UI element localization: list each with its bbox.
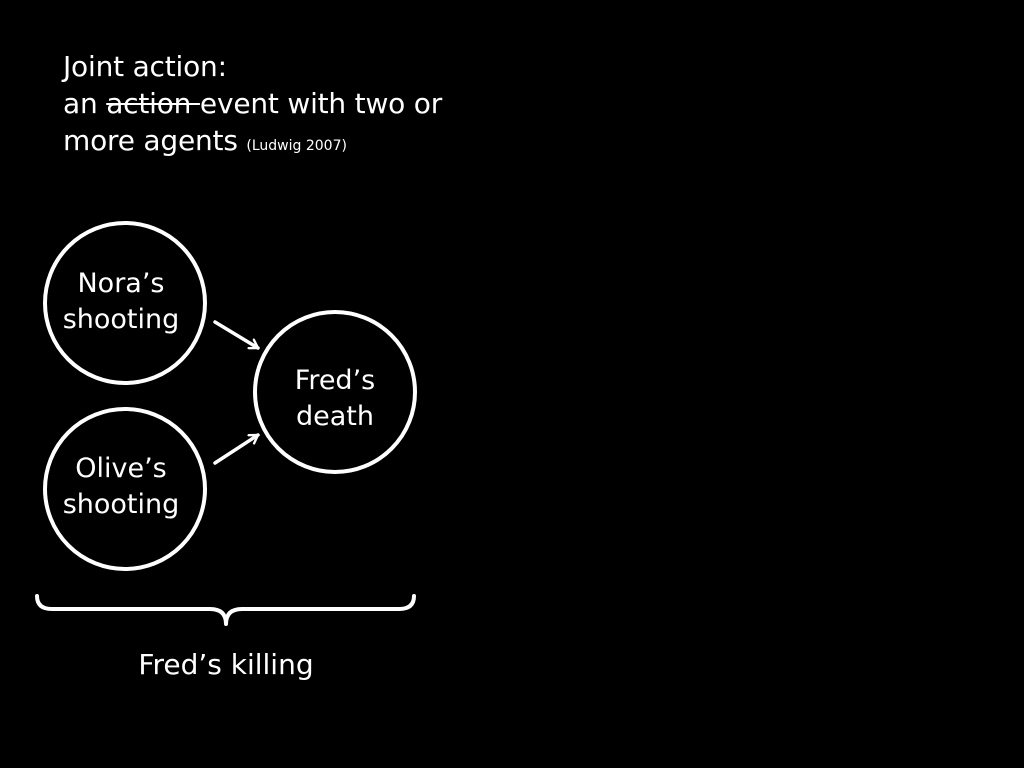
heading-line-3-text: more agents bbox=[63, 124, 247, 157]
node-nora-circle bbox=[43, 221, 207, 385]
node-olive-label-2: shooting bbox=[63, 489, 180, 520]
heading-line-2-prefix: an bbox=[63, 87, 107, 120]
node-fred-death: Fred’s death bbox=[253, 310, 417, 474]
node-olive-circle bbox=[43, 407, 207, 571]
node-olive-label-1: Olive’s bbox=[75, 453, 167, 484]
heading-line-2-suffix: event with two or bbox=[199, 87, 443, 120]
citation: (Ludwig 2007) bbox=[246, 138, 347, 154]
slide-heading: Joint action: an action event with two o… bbox=[63, 48, 483, 165]
heading-line-1: Joint action: bbox=[63, 50, 227, 83]
node-fred-death-label-2: death bbox=[296, 401, 374, 432]
arrow-olive-to-death bbox=[213, 433, 260, 465]
node-olive-shooting: Olive’s shooting bbox=[43, 407, 207, 571]
curly-brace bbox=[35, 594, 416, 626]
heading-line-3: more agents (Ludwig 2007) bbox=[63, 122, 483, 165]
node-nora-shooting: Nora’s shooting bbox=[43, 221, 207, 385]
brace-label: Fred’s killing bbox=[138, 648, 314, 681]
arrow-nora-to-death bbox=[213, 320, 260, 350]
node-nora-label-2: shooting bbox=[63, 304, 180, 335]
node-fred-death-circle bbox=[253, 310, 417, 474]
heading-line-2: an action event with two or bbox=[63, 85, 483, 122]
struck-word: action bbox=[106, 87, 200, 120]
node-fred-death-label-1: Fred’s bbox=[295, 365, 375, 396]
node-nora-label-1: Nora’s bbox=[77, 268, 164, 299]
